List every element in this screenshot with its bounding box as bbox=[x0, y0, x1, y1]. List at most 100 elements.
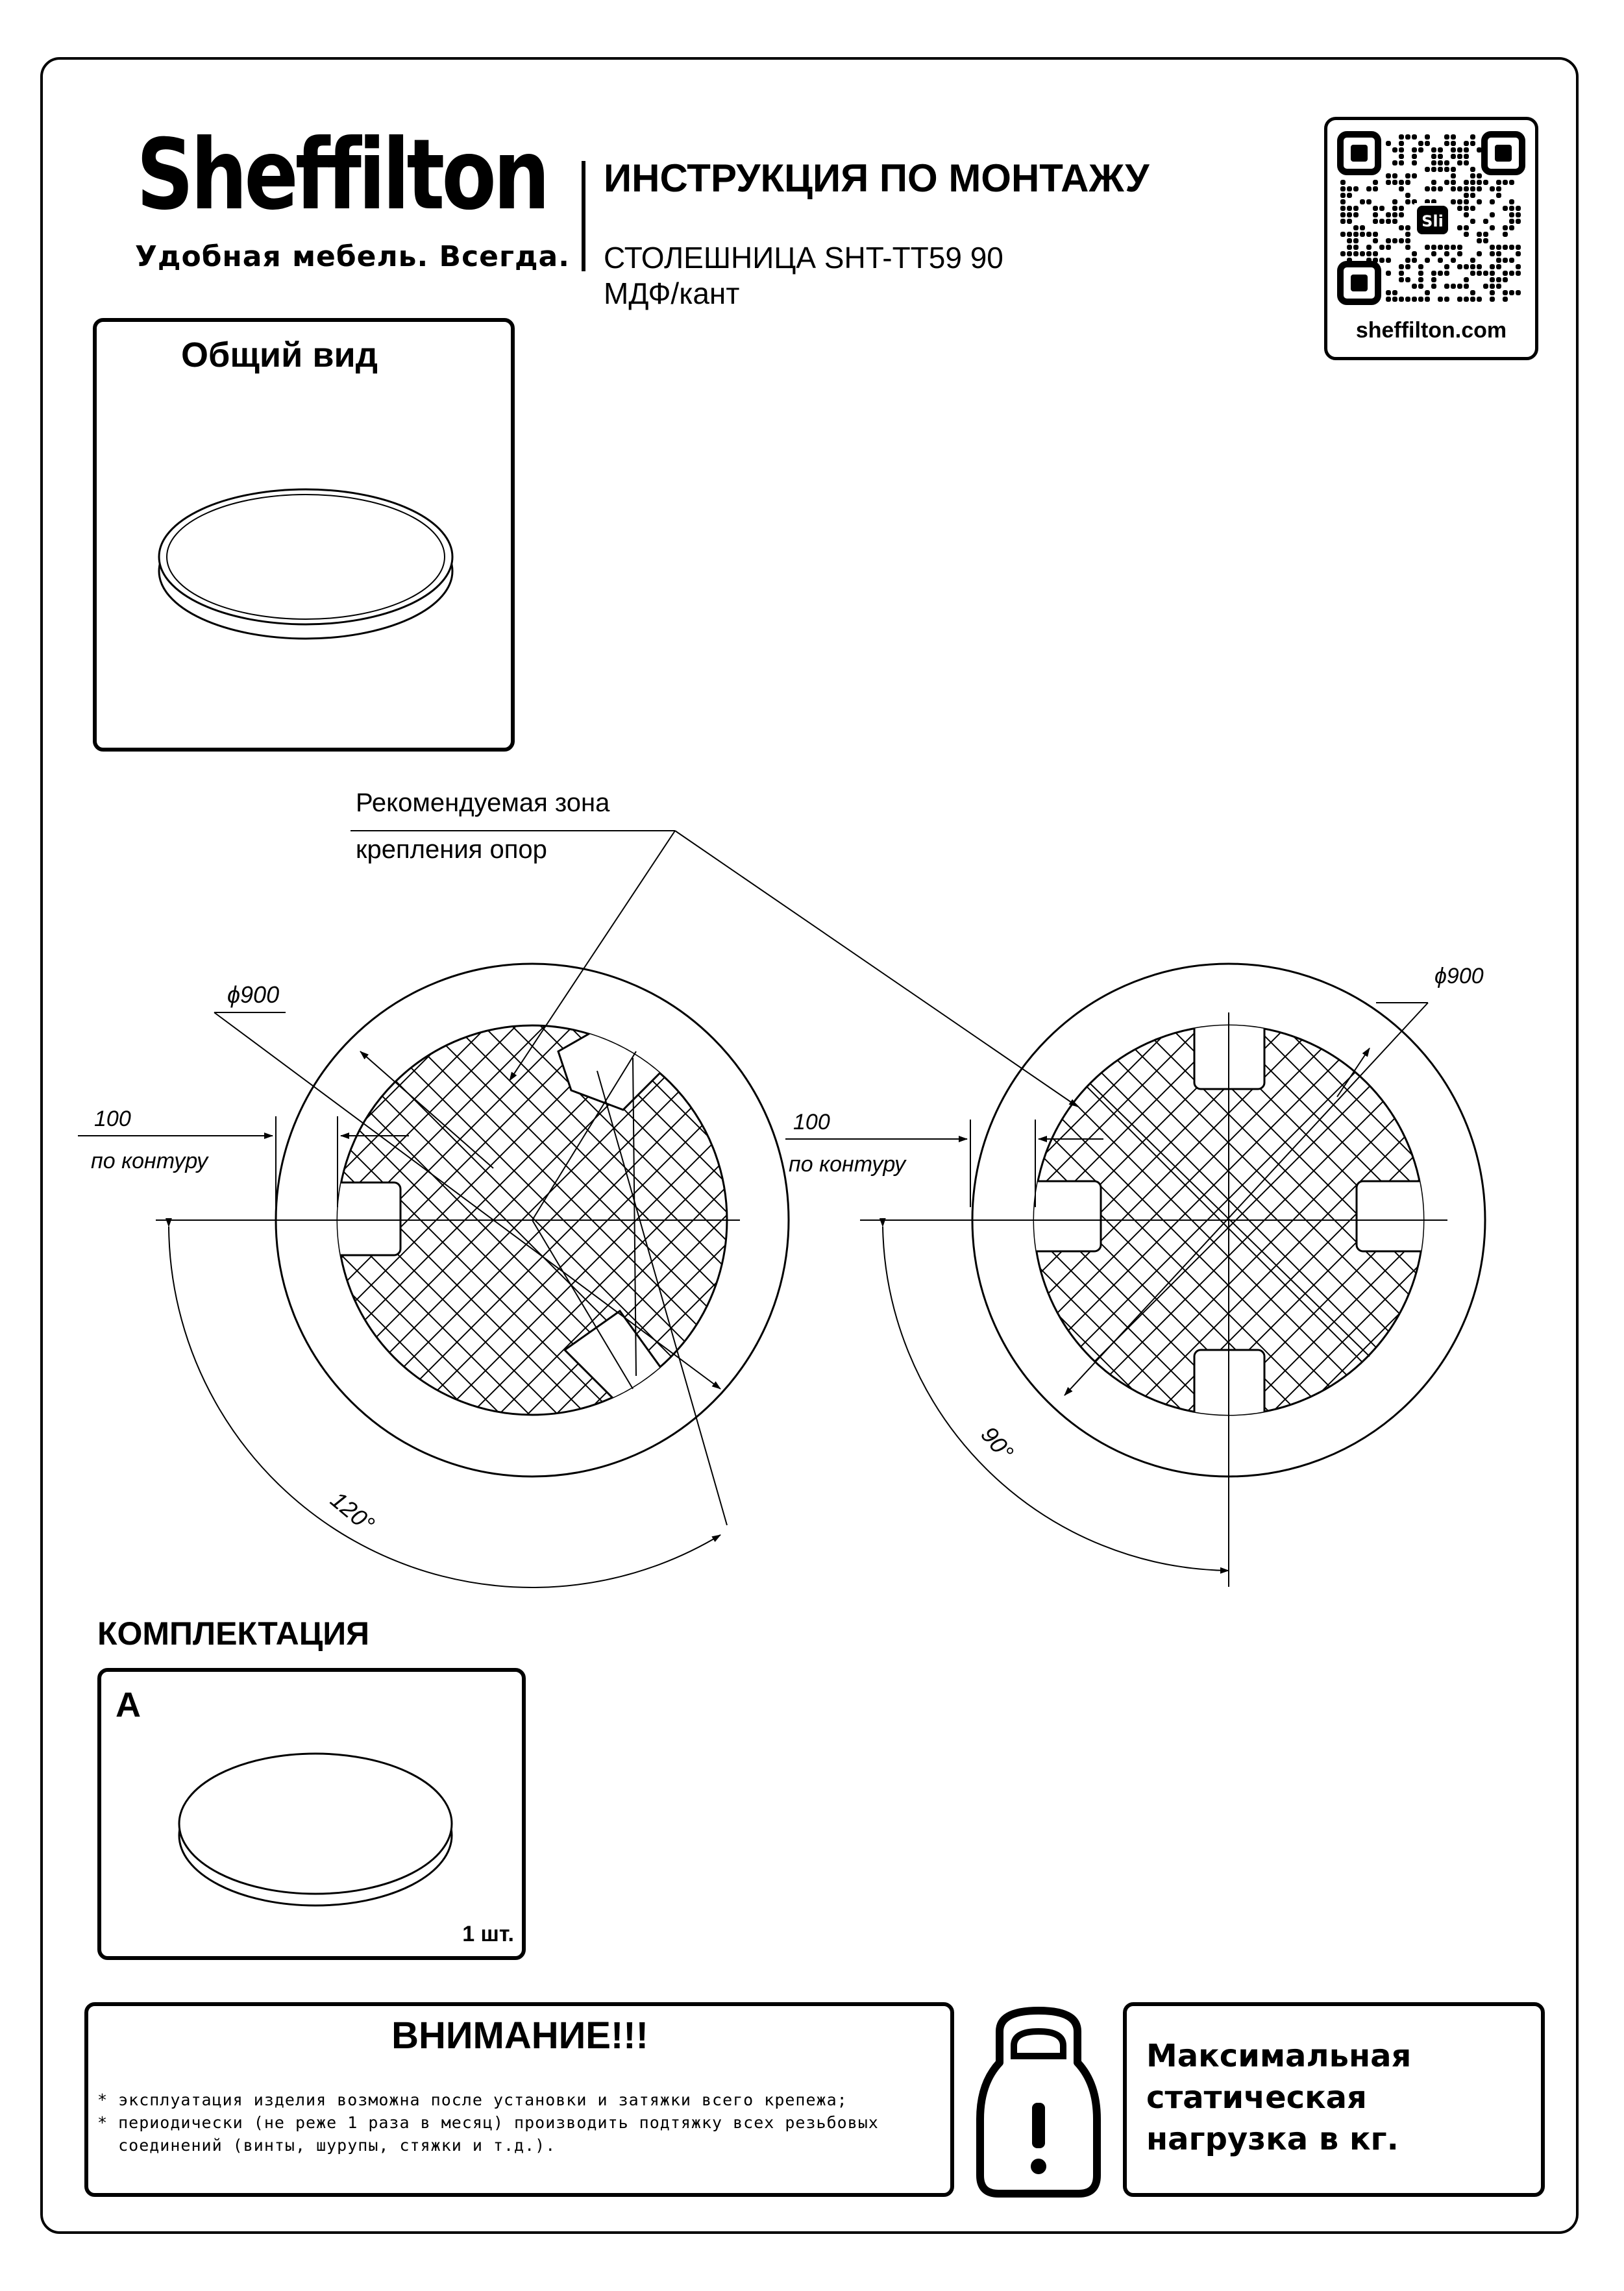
qr-module bbox=[1399, 154, 1404, 159]
qr-module bbox=[1431, 284, 1436, 289]
qr-module bbox=[1425, 134, 1430, 140]
qr-module bbox=[1477, 180, 1482, 185]
qr-module bbox=[1490, 199, 1495, 204]
qr-module bbox=[1340, 212, 1346, 217]
qr-module bbox=[1470, 173, 1475, 178]
qr-module bbox=[1444, 141, 1449, 146]
qr-module bbox=[1451, 186, 1456, 191]
max-load-line2: статическая bbox=[1146, 2079, 1367, 2116]
qr-module bbox=[1444, 251, 1449, 256]
qr-module bbox=[1431, 160, 1436, 165]
qr-module bbox=[1444, 180, 1449, 185]
qr-module bbox=[1431, 186, 1436, 191]
qr-module bbox=[1392, 297, 1397, 302]
qr-module bbox=[1438, 160, 1443, 165]
page-frame bbox=[40, 57, 1579, 2234]
qr-module bbox=[1373, 212, 1378, 217]
qr-module bbox=[1509, 271, 1514, 276]
qr-module bbox=[1464, 297, 1469, 302]
qr-module bbox=[1353, 232, 1359, 237]
qr-module bbox=[1490, 277, 1495, 282]
qr-module bbox=[1392, 238, 1397, 243]
qr-module bbox=[1392, 160, 1397, 165]
qr-module bbox=[1353, 251, 1359, 256]
qr-module bbox=[1399, 297, 1404, 302]
qr-module bbox=[1418, 297, 1423, 302]
qr-module bbox=[1386, 258, 1391, 263]
qr-module bbox=[1470, 264, 1475, 269]
qr-module bbox=[1431, 251, 1436, 256]
qr-module bbox=[1470, 180, 1475, 185]
qr-module bbox=[1457, 160, 1462, 165]
qr-module bbox=[1412, 297, 1417, 302]
qr-module bbox=[1340, 186, 1346, 191]
qr-module bbox=[1509, 206, 1514, 211]
qr-module bbox=[1451, 141, 1456, 146]
qr-module bbox=[1360, 251, 1365, 256]
qr-module bbox=[1386, 271, 1391, 276]
qr-module bbox=[1503, 271, 1508, 276]
qr-module bbox=[1405, 258, 1410, 263]
qr-module bbox=[1503, 206, 1508, 211]
qr-module bbox=[1464, 199, 1469, 204]
qr-module bbox=[1470, 258, 1475, 263]
qr-module bbox=[1347, 186, 1352, 191]
qr-module bbox=[1516, 245, 1521, 250]
qr-module bbox=[1399, 141, 1404, 146]
qr-module bbox=[1399, 225, 1404, 230]
qr-module bbox=[1470, 193, 1475, 198]
qr-module bbox=[1373, 180, 1378, 185]
website-url[interactable]: sheffilton.com bbox=[1355, 318, 1507, 343]
qr-module bbox=[1496, 193, 1501, 198]
qr-module bbox=[1392, 180, 1397, 185]
max-load-line1: Максимальная bbox=[1146, 2038, 1412, 2074]
qr-module bbox=[1451, 245, 1456, 250]
qr-module bbox=[1431, 154, 1436, 159]
kit-title: КОМПЛЕКТАЦИЯ bbox=[97, 1615, 370, 1652]
qr-module bbox=[1490, 225, 1495, 230]
qr-module bbox=[1425, 258, 1430, 263]
qr-module bbox=[1470, 141, 1475, 146]
qr-module bbox=[1490, 297, 1495, 302]
qr-module bbox=[1477, 199, 1482, 204]
qr-module bbox=[1386, 212, 1391, 217]
qr-module bbox=[1412, 160, 1417, 165]
brand-logo: Sheffilton bbox=[136, 119, 550, 232]
qr-module bbox=[1470, 167, 1475, 172]
qr-module bbox=[1412, 134, 1417, 140]
qr-module bbox=[1438, 167, 1443, 172]
left-angle-label: 120° bbox=[326, 1486, 380, 1538]
qr-module bbox=[1412, 147, 1417, 153]
qr-module bbox=[1405, 277, 1410, 282]
qr-module bbox=[1392, 199, 1397, 204]
qr-module bbox=[1340, 180, 1346, 185]
qr-module bbox=[1386, 173, 1391, 178]
qr-module bbox=[1477, 238, 1482, 243]
kit-item-quantity: 1 шт. bbox=[462, 1922, 514, 1946]
qr-module bbox=[1353, 225, 1359, 230]
qr-module bbox=[1464, 264, 1469, 269]
qr-module bbox=[1451, 134, 1456, 140]
qr-module bbox=[1444, 167, 1449, 172]
qr-module bbox=[1451, 284, 1456, 289]
qr-module bbox=[1516, 212, 1521, 217]
qr-module bbox=[1431, 271, 1436, 276]
qr-module bbox=[1451, 167, 1456, 172]
qr-module bbox=[1503, 277, 1508, 282]
general-view-title: Общий вид bbox=[181, 336, 378, 374]
qr-code-panel[interactable]: Sli bbox=[1324, 117, 1538, 360]
qr-module bbox=[1347, 251, 1352, 256]
qr-module bbox=[1490, 290, 1495, 295]
qr-module bbox=[1464, 284, 1469, 289]
qr-module bbox=[1347, 238, 1352, 243]
qr-module bbox=[1412, 154, 1417, 159]
qr-module bbox=[1347, 206, 1352, 211]
qr-module bbox=[1379, 245, 1384, 250]
qr-module bbox=[1444, 264, 1449, 269]
qr-module bbox=[1503, 232, 1508, 237]
qr-module bbox=[1392, 173, 1397, 178]
qr-module bbox=[1347, 212, 1352, 217]
qr-module bbox=[1464, 206, 1469, 211]
kit-item-panel: А 1 шт. bbox=[97, 1668, 526, 1960]
qr-module bbox=[1457, 186, 1462, 191]
